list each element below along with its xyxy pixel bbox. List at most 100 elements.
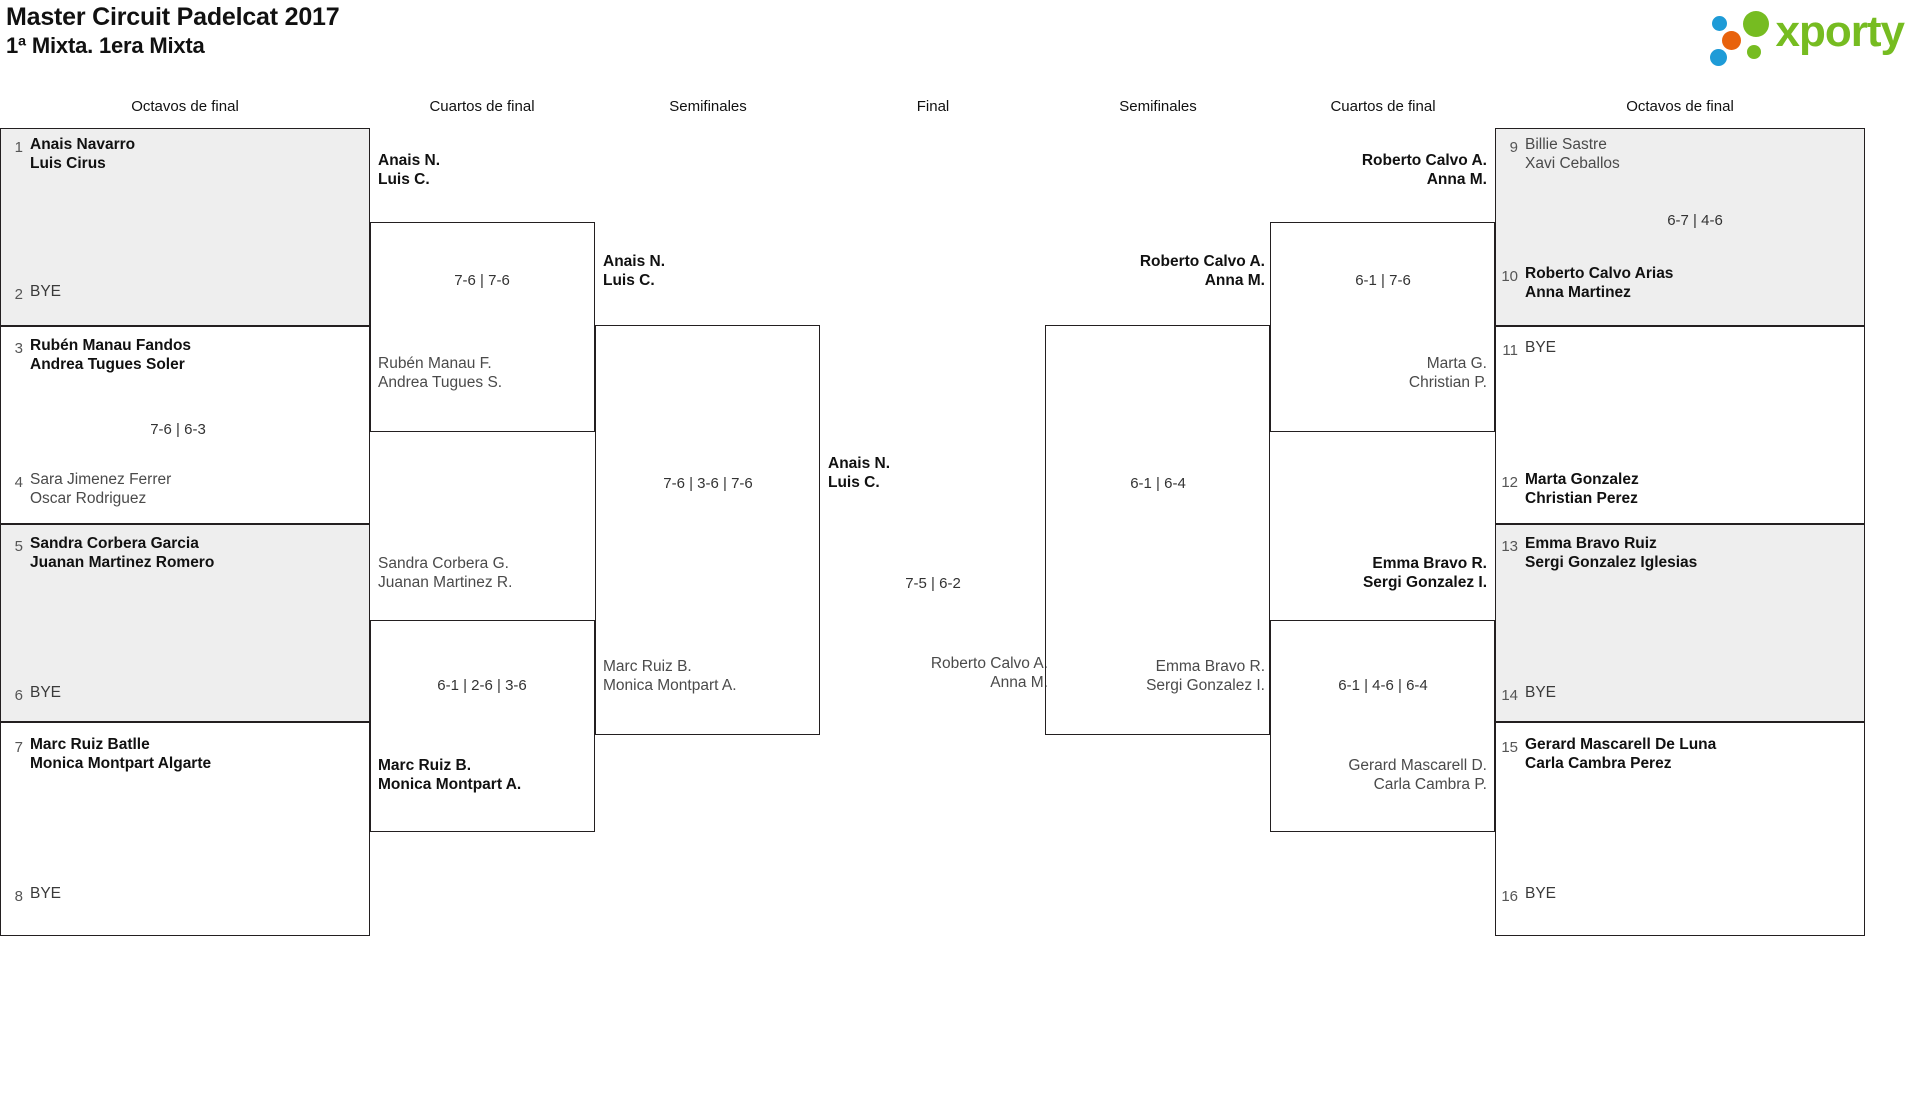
player-line-1: BYE: [30, 885, 62, 902]
team-names: Anais N.Luis C.: [378, 152, 440, 190]
player-line-2: Anna M.: [1204, 271, 1265, 289]
player-line-2: Juanan Martinez Romero: [30, 553, 215, 571]
match-box-left-r16-3[interactable]: [0, 524, 370, 722]
round-label-left-sf: Semifinales: [669, 98, 747, 115]
player-line-2: Carla Cambra Perez: [1525, 754, 1672, 772]
player-line-1: Roberto Calvo A.: [1139, 253, 1265, 270]
logo-dot-blue-bottom: [1709, 49, 1727, 66]
player-line-1: Sandra Corbera Garcia: [30, 535, 199, 552]
player-line-1: BYE: [30, 283, 62, 300]
seed-number: 4: [14, 474, 23, 491]
team-entry-right-qf-2-top[interactable]: Emma Bravo R.Sergi Gonzalez I.: [1270, 555, 1487, 593]
team-entry-left-qf-2-bottom[interactable]: Marc Ruiz B.Monica Montpart A.: [378, 757, 521, 795]
round-label-right-sf: Semifinales: [1119, 98, 1197, 115]
player-line-1: BYE: [30, 684, 62, 701]
seed-number: 11: [1502, 342, 1518, 359]
player-line-1: Emma Bravo R.: [1155, 658, 1265, 675]
match-box-left-r16-2[interactable]: [0, 326, 370, 524]
team-entry-right-sf-top[interactable]: Roberto Calvo A.Anna M.: [1045, 253, 1265, 291]
team-entry-right-16[interactable]: 16 BYE: [1501, 885, 1556, 906]
seed-number: 9: [1509, 139, 1518, 156]
team-entry-left-8[interactable]: 8 BYE: [6, 885, 61, 906]
match-score-right-qf-2: 6-1 | 4-6 | 6-4: [1338, 677, 1428, 694]
team-entry-final-top[interactable]: Anais N.Luis C.: [828, 455, 890, 493]
match-box-right-r16-3[interactable]: [1495, 524, 1865, 722]
match-score-left-sf: 7-6 | 3-6 | 7-6: [663, 475, 753, 492]
match-box-right-r16-2[interactable]: [1495, 326, 1865, 524]
match-score-left-qf-2: 6-1 | 2-6 | 3-6: [437, 677, 527, 694]
page-header: Master Circuit Padelcat 2017 1ª Mixta. 1…: [0, 0, 1920, 70]
match-score-final: 7-5 | 6-2: [905, 575, 961, 592]
team-entry-right-qf-1-top[interactable]: Roberto Calvo A.Anna M.: [1270, 152, 1487, 190]
team-entry-final-bottom[interactable]: Roberto Calvo A.Anna M.: [828, 655, 1048, 693]
team-names: Anais N.Luis C.: [603, 253, 665, 291]
team-entry-right-14[interactable]: 14 BYE: [1501, 684, 1556, 705]
team-names: Gerard Mascarell D.Carla Cambra P.: [1348, 757, 1487, 795]
match-box-left-r16-4[interactable]: [0, 722, 370, 936]
team-entry-right-sf-bottom[interactable]: Emma Bravo R.Sergi Gonzalez I.: [1045, 658, 1265, 696]
player-line-1: Anais N.: [603, 253, 666, 270]
match-box-right-qf-2[interactable]: [1270, 620, 1495, 832]
player-line-2: Anna M.: [990, 673, 1048, 691]
team-entry-right-11[interactable]: 11 BYE: [1501, 339, 1556, 360]
match-box-left-qf-1[interactable]: [370, 222, 595, 432]
team-entry-left-sf-top[interactable]: Anais N.Luis C.: [603, 253, 665, 291]
player-line-1: Anais N.: [828, 455, 891, 472]
seed-number: 5: [14, 538, 23, 555]
player-line-1: Emma Bravo R.: [1372, 555, 1487, 572]
player-line-1: BYE: [1525, 339, 1557, 356]
team-names: Roberto Calvo A.Anna M.: [1362, 152, 1487, 190]
team-entry-left-qf-1-top[interactable]: Anais N.Luis C.: [378, 152, 440, 190]
logo-dot-orange: [1721, 31, 1741, 50]
match-box-left-qf-2[interactable]: [370, 620, 595, 832]
player-line-2: Monica Montpart Algarte: [30, 754, 212, 772]
team-entry-left-2[interactable]: 2 BYE: [6, 283, 61, 304]
player-line-2: Monica Montpart A.: [378, 775, 522, 793]
team-entry-left-qf-1-bottom[interactable]: Rubén Manau F.Andrea Tugues S.: [378, 355, 502, 393]
team-entry-right-qf-1-bottom[interactable]: Marta G.Christian P.: [1270, 355, 1487, 393]
player-line-2: Sergi Gonzalez Iglesias: [1525, 553, 1698, 571]
team-names: BYE: [30, 684, 61, 703]
match-box-right-r16-4[interactable]: [1495, 722, 1865, 936]
seed-number: 6: [14, 687, 23, 704]
team-names: Sandra Corbera G.Juanan Martinez R.: [378, 555, 512, 593]
team-names: Anais N.Luis C.: [828, 455, 890, 493]
team-entry-left-6[interactable]: 6 BYE: [6, 684, 61, 705]
team-names: Roberto Calvo A.Anna M.: [931, 655, 1048, 693]
team-entry-left-sf-bottom[interactable]: Marc Ruiz B.Monica Montpart A.: [603, 658, 737, 696]
seed-number: 1: [14, 139, 23, 156]
player-line-1: Gerard Mascarell D.: [1348, 757, 1487, 774]
player-line-2: Oscar Rodriguez: [30, 489, 147, 507]
player-line-1: Roberto Calvo A.: [1361, 152, 1487, 169]
player-line-1: Roberto Calvo Arias: [1525, 265, 1674, 282]
match-box-left-sf[interactable]: [595, 325, 820, 735]
xporty-logo: xporty: [1709, 6, 1905, 66]
player-line-1: Marc Ruiz Batlle: [30, 736, 150, 753]
team-entry-right-qf-2-bottom[interactable]: Gerard Mascarell D.Carla Cambra P.: [1270, 757, 1487, 795]
team-names: Rubén Manau F.Andrea Tugues S.: [378, 355, 502, 393]
match-box-left-r16-1[interactable]: [0, 128, 370, 326]
player-line-1: Roberto Calvo A.: [930, 655, 1048, 672]
team-names: BYE: [1525, 339, 1556, 358]
match-box-right-r16-1[interactable]: [1495, 128, 1865, 326]
team-entry-left-qf-2-top[interactable]: Sandra Corbera G.Juanan Martinez R.: [378, 555, 512, 593]
player-line-2: Xavi Ceballos: [1525, 154, 1620, 172]
match-box-right-qf-1[interactable]: [1270, 222, 1495, 432]
match-box-right-sf[interactable]: [1045, 325, 1270, 735]
player-line-2: Andrea Tugues S.: [378, 373, 503, 391]
player-line-1: Marta Gonzalez: [1525, 471, 1639, 488]
